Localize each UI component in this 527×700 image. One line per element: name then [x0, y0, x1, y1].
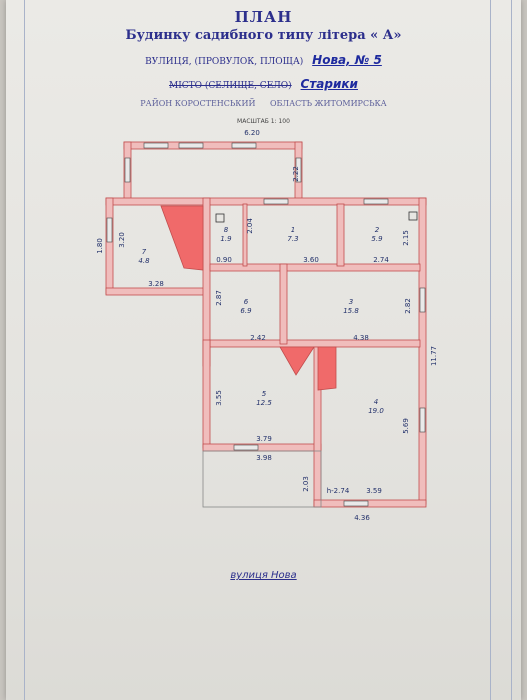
room-number-2: 2 — [375, 226, 380, 234]
room-area-3: 15.8 — [343, 307, 359, 315]
wall-segment — [209, 339, 421, 348]
dim-room6-width: 2.42 — [250, 334, 266, 342]
window — [263, 198, 289, 205]
room-number-7: 7 — [142, 248, 147, 256]
dim-left-outer: 1.80 — [96, 238, 104, 254]
dim-room1-depth: 2.04 — [246, 218, 254, 234]
window — [419, 407, 426, 433]
wall-segment — [279, 263, 288, 345]
street-label-text: вулиця Нова — [230, 570, 297, 581]
room-number-3: 3 — [349, 298, 353, 306]
wall-segment — [202, 339, 211, 449]
dim-porch-depth: 2.22 — [292, 166, 300, 182]
window — [419, 287, 426, 313]
dim-room2-width: 2.74 — [373, 256, 389, 264]
district: РАЙОН КОРОСТЕНСЬКИЙ — [140, 99, 256, 108]
dim-total-depth: 11.77 — [430, 346, 438, 366]
wall-segment — [418, 197, 427, 505]
room-number-6: 6 — [244, 298, 249, 306]
dim-room6-depth: 2.87 — [215, 290, 223, 306]
window — [143, 142, 169, 149]
wall-segment — [105, 287, 207, 296]
window — [106, 217, 113, 243]
dim-bottom-outer: 3.98 — [256, 454, 272, 462]
dim-room3-depth: 2.82 — [404, 298, 412, 314]
dim-room1-width: 3.60 — [303, 256, 319, 264]
room-number-5: 5 — [262, 390, 267, 398]
porch-outline — [202, 450, 322, 508]
street-value: Нова, № 5 — [312, 53, 382, 67]
wall-segment — [105, 197, 114, 295]
dim-room5-depth: 3.55 — [215, 390, 223, 406]
dim-corridor: 0.90 — [216, 256, 232, 264]
room-number-1: 1 — [291, 226, 295, 234]
stairs-group — [160, 205, 337, 391]
room-area-2: 5.9 — [371, 235, 383, 243]
margin-line — [24, 0, 25, 700]
room-area-1: 7.3 — [287, 235, 298, 243]
dim-room5-width: 3.79 — [256, 435, 272, 443]
city-line: МІСТО (СЕЛИЩЕ, СЕЛО) Старики — [6, 77, 521, 91]
window — [178, 142, 204, 149]
dim-left-inner: 3.20 — [118, 232, 126, 248]
chimney-box — [408, 211, 418, 221]
sheet-header: ПЛАН Будинку садибного типу літера « А» … — [6, 8, 521, 108]
room-number-8: 8 — [224, 226, 229, 234]
stair-triangle — [279, 346, 315, 376]
dim-room4-h: h-2.74 — [327, 487, 350, 495]
dim-top-width: 6.20 — [244, 129, 260, 137]
wall-segment — [202, 443, 322, 452]
plan-title: ПЛАН — [234, 8, 293, 26]
details-group — [106, 142, 426, 507]
city-prefix: МІСТО (СЕЛИЩЕ, СЕЛО) — [169, 81, 292, 91]
stair-triangle — [160, 205, 204, 271]
window — [343, 500, 369, 507]
room-area-4: 19.0 — [368, 407, 384, 415]
window — [295, 157, 302, 183]
oblast: ОБЛАСТЬ ЖИТОМИРСЬКА — [269, 99, 387, 108]
street-label: вулиця Нова — [6, 570, 521, 581]
scale-label: МАСШТАБ 1: 100 — [237, 118, 290, 125]
wall-segment — [336, 203, 345, 267]
dim-bottom-left: 3.28 — [148, 280, 164, 288]
window — [231, 142, 257, 149]
room-area-6: 6.9 — [240, 307, 252, 315]
room-area-7: 4.8 — [138, 257, 150, 265]
room-area-8: 1.9 — [220, 235, 232, 243]
dim-room4-width: 3.59 — [366, 487, 382, 495]
dim-room4-depth: 5.69 — [402, 418, 410, 434]
room-area-5: 12.5 — [256, 399, 272, 407]
dim-room3-width: 4.38 — [353, 334, 369, 342]
region-line: РАЙОН КОРОСТЕНСЬКИЙ ОБЛАСТЬ ЖИТОМИРСЬКА — [6, 99, 521, 108]
stove-box — [215, 213, 225, 223]
stair-triangle — [317, 346, 337, 391]
window — [363, 198, 389, 205]
window — [124, 157, 131, 183]
dim-right-bottom: 4.36 — [354, 514, 370, 522]
labels-group: 6.20 2.22 1.80 3.20 3.28 0.90 3.60 2.74 2.04 2.15… — [96, 129, 438, 522]
floor-plan: 6.20 2.22 1.80 3.20 3.28 0.90 3.60 2.74 2.04 2.15… — [96, 129, 438, 522]
room-number-4: 4 — [374, 398, 378, 406]
window — [233, 444, 259, 451]
drawing-sheet: ПЛАН Будинку садибного типу літера « А» … — [6, 0, 521, 700]
plan-subtitle: Будинку садибного типу літера « А» — [125, 28, 402, 43]
dim-room2-depth: 2.15 — [402, 230, 410, 246]
street-line: ВУЛИЦЯ, (ПРОВУЛОК, ПЛОЩА) Нова, № 5 — [6, 53, 521, 67]
wall-segment — [209, 263, 421, 272]
wall-segment — [242, 203, 248, 267]
margin-line — [490, 0, 491, 700]
city-value: Старики — [300, 77, 358, 91]
margin-line — [511, 0, 512, 700]
street-prefix: ВУЛИЦЯ, (ПРОВУЛОК, ПЛОЩА) — [145, 57, 304, 67]
wall-segment — [313, 499, 427, 508]
walls-group — [105, 141, 427, 508]
dim-porch-bottom: 2.03 — [302, 476, 310, 492]
